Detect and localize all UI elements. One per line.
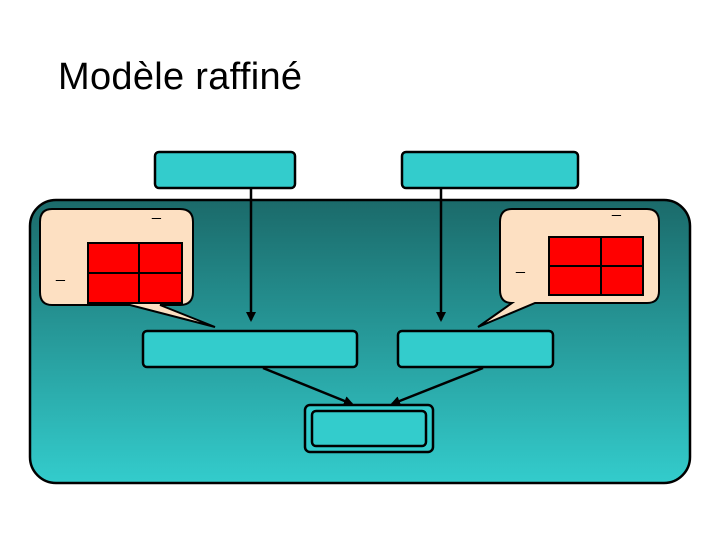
callout-right-mark-1: _ (611, 200, 622, 217)
callout-left-mark-2: _ (55, 265, 66, 282)
callout-right-mark-2: _ (515, 257, 526, 274)
callout-right-table (548, 236, 644, 296)
callout-left-mark-1: _ (151, 203, 162, 220)
arrow-mid-right-to-bottom (390, 366, 484, 406)
mid-box-right (396, 329, 555, 369)
arrow-mid-left-to-bottom (262, 366, 354, 406)
top-box-right (400, 150, 580, 190)
bottom-box (303, 403, 435, 454)
callout-left-table (87, 242, 183, 304)
mid-box-left (141, 329, 359, 369)
slide-title: Modèle raffiné (58, 56, 303, 98)
top-box-left (153, 150, 297, 190)
